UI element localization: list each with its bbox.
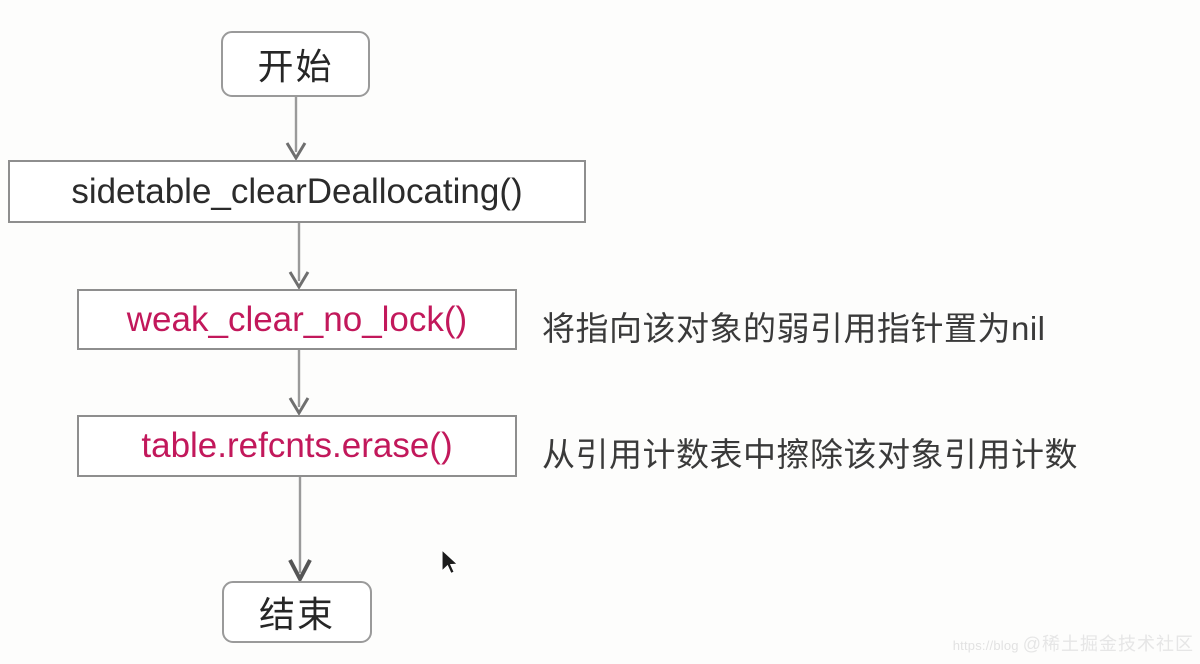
arrowhead-erase-to-end	[288, 559, 312, 584]
arrowhead-sidetable-to-weakclear	[288, 271, 310, 290]
watermark-url: https://blog	[952, 638, 1019, 653]
node-start[interactable]: 开始	[221, 31, 370, 97]
mouse-cursor-icon	[441, 548, 459, 575]
node-weak-clear-label: weak_clear_no_lock()	[126, 299, 468, 339]
arrowhead-start-to-sidetable	[285, 142, 307, 161]
annotation-erase: 从引用计数表中擦除该对象引用计数	[542, 436, 1078, 473]
node-sidetable-label: sidetable_clearDeallocating()	[71, 171, 523, 211]
watermark-brand: @稀土掘金技术社区	[1022, 634, 1194, 654]
node-table-refcnts-erase[interactable]: table.refcnts.erase()	[77, 415, 517, 477]
node-end-label: 结束	[258, 594, 335, 635]
node-weak-clear-no-lock[interactable]: weak_clear_no_lock()	[77, 289, 517, 350]
node-start-label: 开始	[257, 46, 334, 87]
node-sidetable-cleardeallocating[interactable]: sidetable_clearDeallocating()	[8, 160, 586, 223]
watermark: https://blog @稀土掘金技术社区	[953, 630, 1194, 656]
arrowhead-weakclear-to-erase	[288, 397, 310, 416]
node-end[interactable]: 结束	[222, 581, 372, 643]
node-erase-label: table.refcnts.erase()	[141, 426, 453, 465]
annotation-weak-clear: 将指向该对象的弱引用指针置为nil	[542, 310, 1046, 347]
